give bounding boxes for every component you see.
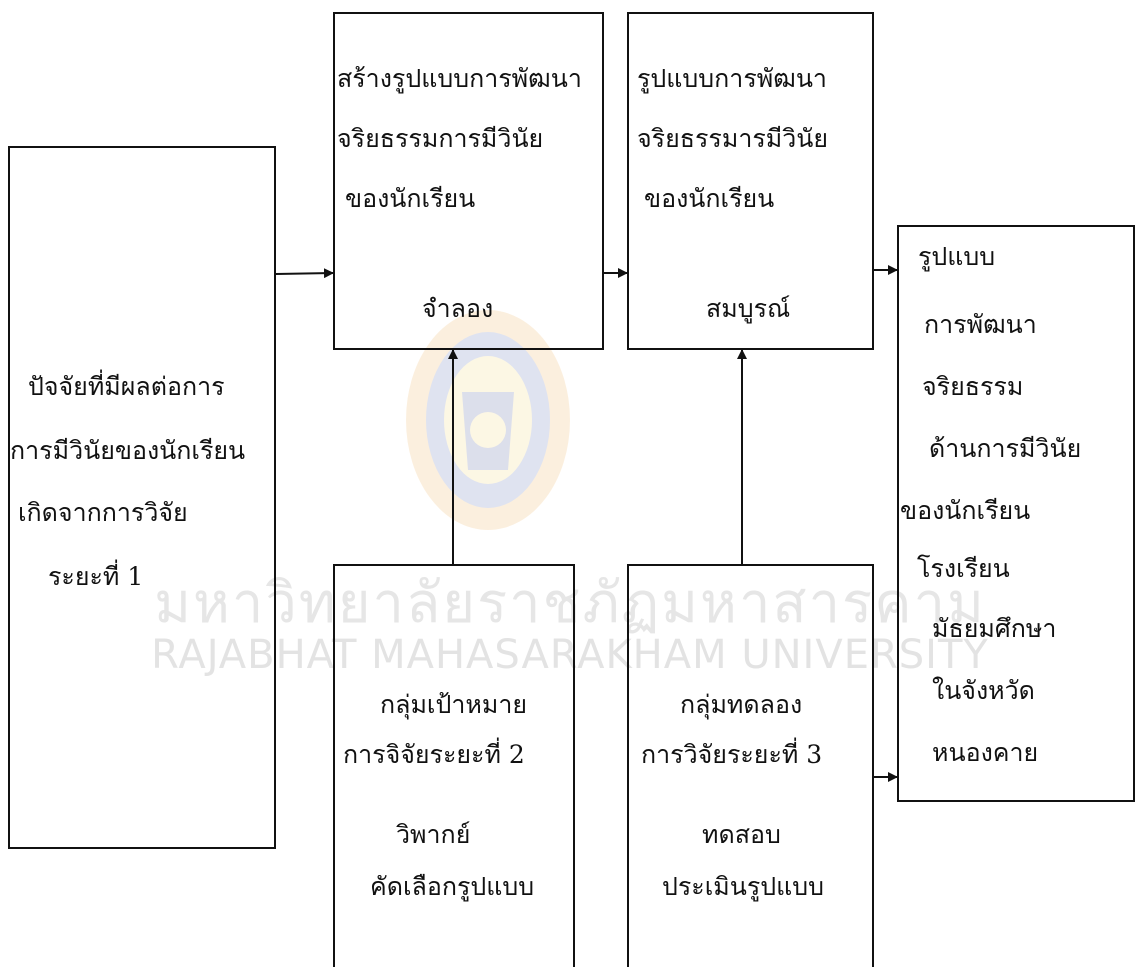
watermark-university-name-th: มหาวิทยาลัยราชภัฏมหาสารคาม — [154, 571, 986, 636]
draft-model-line-1: สร้างรูปแบบการพัฒนา — [337, 64, 582, 93]
watermark-university-name-en: RAJABHAT MAHASARAKHAM UNIVERSITY — [151, 632, 989, 678]
target-group-line-2: การจิจัยระยะที่ 2 — [343, 740, 525, 769]
factors-line-1: ปัจจัยที่มีผลต่อการ — [28, 372, 225, 401]
draft-model-line-3: ของนักเรียน — [345, 184, 476, 213]
final-model-line-6: โรงเรียน — [917, 554, 1010, 583]
target-group-line-3: วิพากย์ — [396, 820, 471, 849]
factors-line-2: การมีวินัยของนักเรียน — [10, 436, 246, 465]
final-model-line-3: จริยธรรม — [922, 372, 1024, 401]
target-group-line-1: กลุ่มเป้าหมาย — [380, 690, 528, 719]
complete-model-line-2: จริยธรรมารมีวินัย — [637, 124, 829, 153]
final-model-line-9: หนองคาย — [932, 738, 1039, 767]
final-model-line-1: รูปแบบ — [918, 242, 996, 271]
final-model-line-7: มัธยมศึกษา — [932, 614, 1057, 643]
draft-model-box — [333, 12, 604, 350]
arrow-factors-to-draft — [275, 268, 334, 279]
target-group-box — [333, 564, 575, 967]
factors-line-3: เกิดจากการวิจัย — [18, 498, 188, 527]
factors-line-4: ระยะที่ 1 — [48, 562, 144, 591]
complete-model-line-4: สมบูรณ์ — [706, 294, 791, 323]
final-model-line-5: ของนักเรียน — [900, 496, 1031, 525]
final-model-line-4: ด้านการมีวินัย — [929, 434, 1082, 463]
experimental-group-line-3: ทดสอบ — [702, 820, 781, 849]
complete-model-box — [627, 12, 874, 350]
complete-model-line-1: รูปแบบการพัฒนา — [637, 64, 827, 93]
factors-phase1-box — [8, 146, 276, 849]
target-group-line-4: คัดเลือกรูปแบบ — [370, 872, 535, 901]
draft-model-line-4: จำลอง — [422, 294, 494, 323]
experimental-group-box — [627, 564, 874, 967]
experimental-group-line-2: การวิจัยระยะที่ 3 — [641, 740, 823, 769]
complete-model-line-3: ของนักเรียน — [644, 184, 775, 213]
final-model-line-2: การพัฒนา — [924, 310, 1037, 339]
draft-model-line-2: จริยธรรมการมีวินัย — [337, 124, 544, 153]
final-model-box — [897, 225, 1135, 802]
experimental-group-line-4: ประเมินรูปแบบ — [662, 872, 824, 901]
final-model-line-8: ในจังหวัด — [932, 676, 1035, 705]
experimental-group-line-1: กลุ่มทดลอง — [680, 690, 803, 719]
